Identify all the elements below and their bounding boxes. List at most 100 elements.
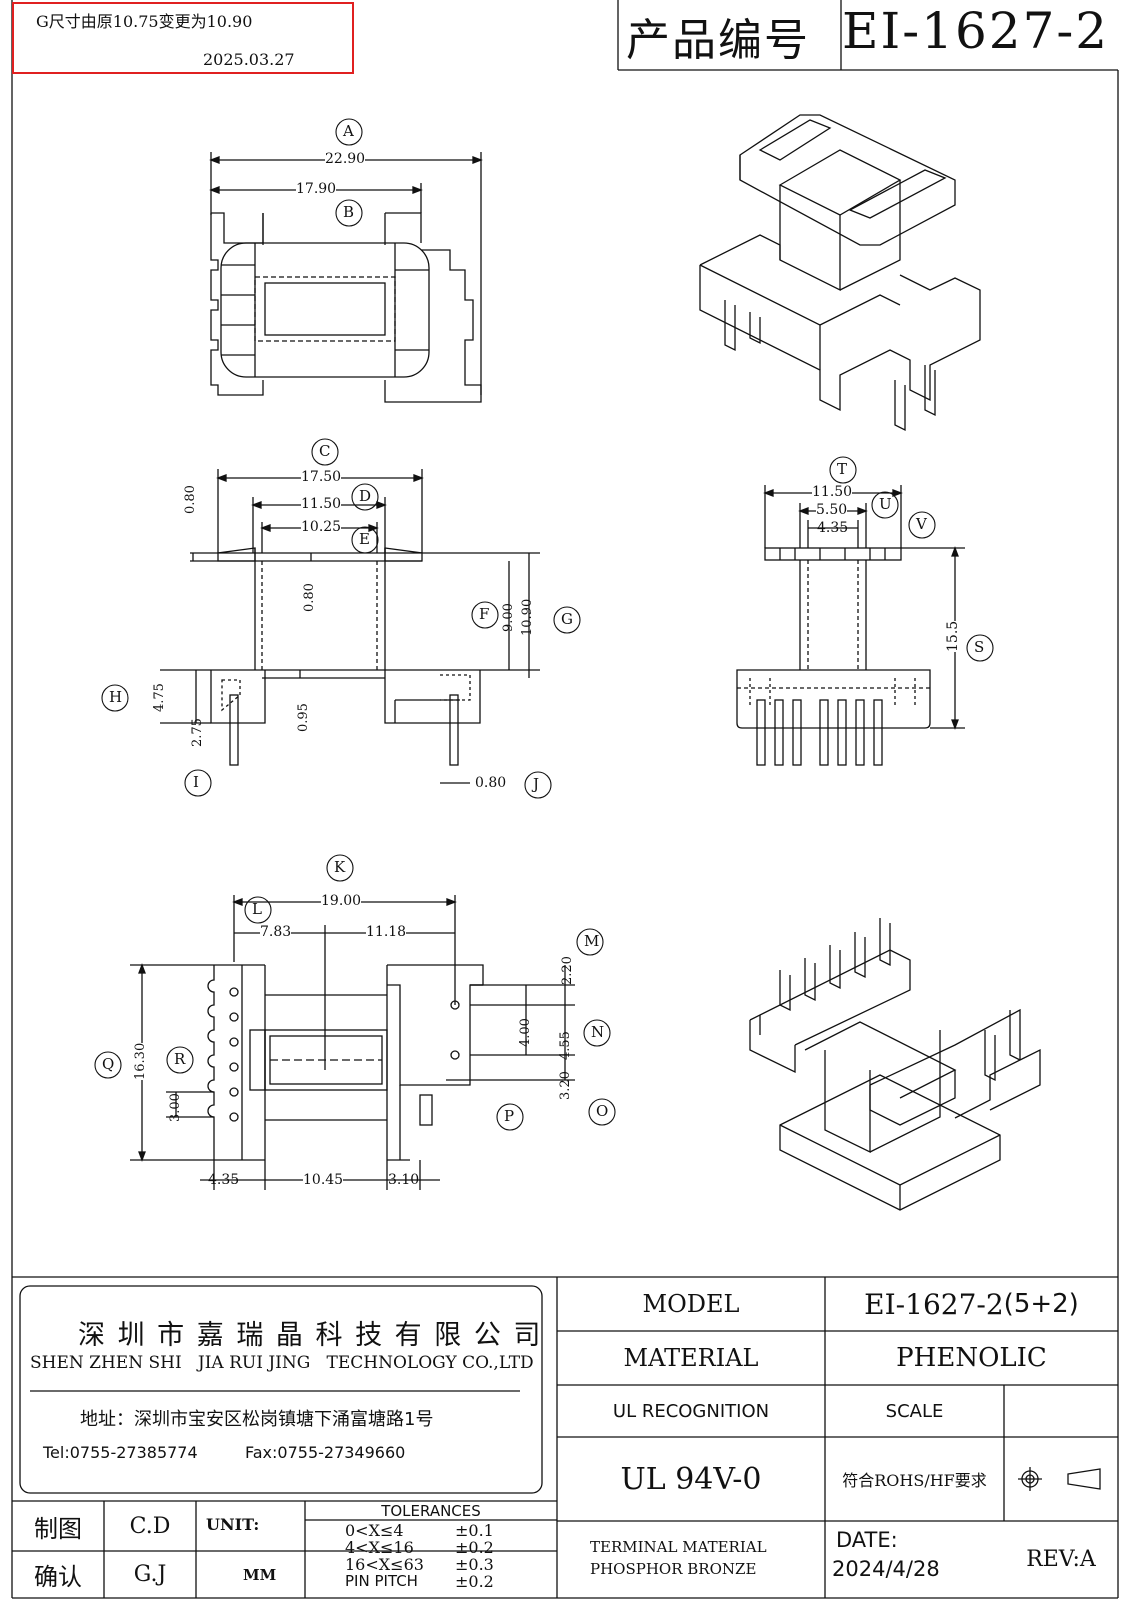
tolerance-value-2: ±0.3 <box>455 1555 494 1574</box>
dim-l1-value: 7.83 <box>260 924 292 940</box>
scale-label: SCALE <box>885 1400 944 1422</box>
dim-letter-j: J <box>533 775 540 793</box>
dim-i-value: 2.75 <box>190 718 205 747</box>
dim-l2-value: 11.18 <box>366 924 407 940</box>
dim-letter-r: R <box>174 1050 186 1068</box>
dim-letter-l: L <box>252 900 262 918</box>
dim-080-mid: 0.80 <box>302 583 317 612</box>
revision-note-date: 2025.03.27 <box>203 50 295 69</box>
dim-letter-a: A <box>343 122 354 140</box>
dim-m-value: 2.20 <box>560 956 575 985</box>
dim-letter-g: G <box>561 610 573 628</box>
tolerance-range-2: 16<X≤63 <box>345 1555 424 1574</box>
material-value: PHENOLIC <box>896 1343 1047 1373</box>
dim-v-value: 4.35 <box>817 520 849 536</box>
tolerances-values: ±0.1 ±0.2 ±0.3 ±0.2 <box>455 1522 494 1590</box>
dim-letter-u: U <box>879 495 892 513</box>
company-fax: Fax:0755-27349660 <box>245 1443 406 1462</box>
dim-letter-c: C <box>319 442 331 460</box>
iso-view-top <box>699 114 981 432</box>
dim-letter-h: H <box>109 688 123 706</box>
terminal-line-1: TERMINAL MATERIAL <box>590 1538 767 1556</box>
dim-k-value: 19.00 <box>321 893 362 909</box>
dim-letter-b: B <box>343 203 355 221</box>
front-view <box>160 469 540 784</box>
confirmed-by: G.J <box>133 1562 167 1587</box>
tolerance-value-3: ±0.2 <box>455 1572 494 1591</box>
dim-a-value: 22.90 <box>325 151 366 167</box>
callout-circles <box>94 118 994 1131</box>
dim-095-value: 0.95 <box>296 703 311 732</box>
dim-o-value: 3.20 <box>558 1071 573 1100</box>
bottom-view <box>130 895 575 1190</box>
dim-g-value: 10.90 <box>520 598 535 636</box>
dim-letter-p: P <box>504 1107 515 1125</box>
revision-note-box <box>12 2 354 74</box>
ul-label: UL RECOGNITION <box>612 1400 770 1422</box>
dim-letter-q: Q <box>102 1055 115 1073</box>
dim-n1-value: 4.00 <box>518 1018 533 1047</box>
company-tel: Tel:0755-27385774 <box>43 1443 198 1462</box>
tolerance-value-1: ±0.2 <box>455 1538 494 1557</box>
unit-value: MM <box>243 1566 277 1584</box>
product-number-box <box>617 0 1118 71</box>
dim-f-value: 9.00 <box>501 603 516 632</box>
dim-s-value: 15.5 <box>945 620 961 652</box>
dim-e-value: 10.25 <box>301 519 342 535</box>
dim-letter-s: S <box>974 638 985 656</box>
model-label: MODEL <box>642 1290 740 1318</box>
tolerance-range-3: PIN PITCH <box>345 1572 418 1590</box>
model-value: EI-1627-2 <box>864 1287 1004 1321</box>
tolerance-range-1: 4<X≤16 <box>345 1538 414 1557</box>
dim-q-value: 16.30 <box>133 1042 148 1080</box>
material-label: MATERIAL <box>623 1344 759 1372</box>
rohs-note: 符合ROHS/HF要求 <box>842 1471 987 1490</box>
ul-value: UL 94V-0 <box>620 1461 762 1497</box>
dim-letter-o: O <box>596 1102 609 1120</box>
dim-letter-n: N <box>591 1023 605 1041</box>
dim-letter-v: V <box>916 515 927 533</box>
dim-h-value: 4.75 <box>152 683 167 712</box>
dim-letter-t: T <box>837 460 848 478</box>
unit-label: UNIT: <box>206 1515 260 1534</box>
company-address: 地址：深圳市宝安区松岗镇塘下涌富塘路1号 <box>80 1409 434 1430</box>
dim-b3-value: 3.10 <box>388 1172 420 1188</box>
top-view <box>209 152 483 403</box>
tolerance-value-0: ±0.1 <box>455 1521 494 1540</box>
model-value-cell: EI-1627-2(5+2) <box>825 1277 1118 1331</box>
dim-j-value: 0.80 <box>475 775 507 791</box>
date-value: 2024/4/28 <box>832 1557 940 1581</box>
drawn-by: C.D <box>129 1513 171 1539</box>
revision-note-text: G尺寸由原10.75变更为10.90 <box>36 12 253 31</box>
dim-t-value: 11.50 <box>812 484 853 500</box>
dim-b-value: 17.90 <box>296 181 337 197</box>
company-name-en: SHEN ZHEN SHI JIA RUI JING TECHNOLOGY CO… <box>30 1353 534 1373</box>
tolerances-title: TOLERANCES <box>381 1501 481 1520</box>
date-label: DATE: <box>836 1528 898 1552</box>
iso-view-bottom <box>749 918 1041 1211</box>
dim-d-value: 11.50 <box>301 496 342 512</box>
dim-letter-e: E <box>359 530 370 548</box>
dim-080-top: 0.80 <box>183 485 198 514</box>
title-block-grid <box>12 1277 1118 1598</box>
confirm-label: 确认 <box>34 1563 82 1591</box>
drawn-label: 制图 <box>34 1514 82 1543</box>
side-view <box>736 485 965 766</box>
model-pins: (5+2) <box>1003 1289 1079 1319</box>
product-number-label: 产品编号 <box>626 15 810 66</box>
dim-b1-value: 4.35 <box>208 1172 240 1188</box>
dim-c-value: 17.50 <box>301 469 342 485</box>
terminal-line-2: PHOSPHOR BRONZE <box>590 1560 757 1578</box>
revision-value: REV:A <box>1026 1547 1096 1572</box>
dim-letter-k: K <box>334 858 346 876</box>
tolerances-ranges: 0<X≤4 4<X≤16 16<X≤63 PIN PITCH <box>345 1522 424 1590</box>
dim-letter-d: D <box>359 487 372 505</box>
product-number-value: EI-1627-2 <box>842 2 1110 60</box>
dim-letter-i: I <box>193 773 199 791</box>
dim-b2-value: 10.45 <box>303 1172 344 1188</box>
dim-letter-m: M <box>584 932 600 950</box>
company-name-cn: 深 圳 市 嘉 瑞 晶 科 技 有 限 公 司 <box>78 1320 543 1351</box>
terminal-material: TERMINAL MATERIAL PHOSPHOR BRONZE <box>590 1536 767 1580</box>
dim-letter-f: F <box>479 605 490 623</box>
